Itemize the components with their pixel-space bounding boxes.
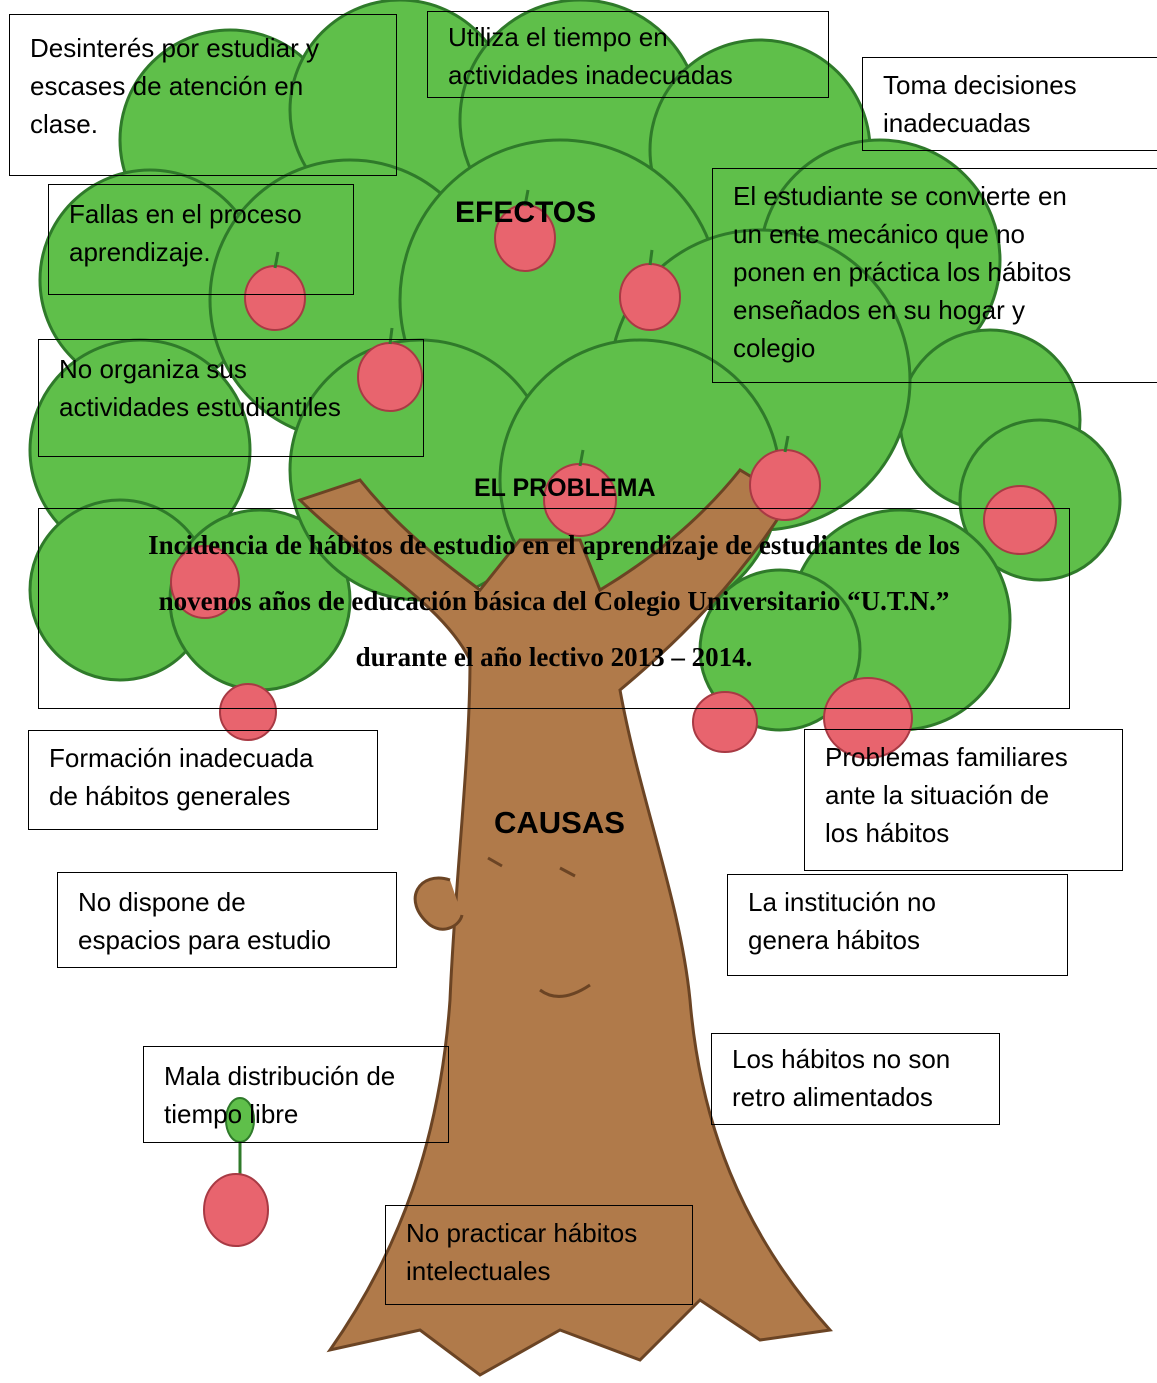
cause-box-inadequate-formation: Formación inadecuada de hábitos generale…: [28, 730, 378, 830]
apple: [494, 189, 556, 272]
effect-box-learning-failures: Fallas en el proceso aprendizaje.: [48, 184, 354, 295]
trunk-eye-left: [487, 856, 503, 868]
effects-heading: EFECTOS: [455, 196, 597, 229]
problem-heading: EL PROBLEMA: [474, 474, 656, 502]
cause-box-free-time: Mala distribución de tiempo libre: [143, 1046, 449, 1143]
effect-box-disinterest: Desinterés por estudiar y escases de ate…: [9, 14, 397, 176]
effect-box-time-misuse: Utiliza el tiempo en actividades inadecu…: [427, 11, 829, 98]
apple: [692, 691, 758, 753]
cause-box-family-problems: Problemas familiares ante la situación d…: [804, 729, 1123, 871]
cause-box-no-feedback: Los hábitos no son retro alimentados: [711, 1033, 1000, 1125]
tree-trunk: [297, 468, 833, 1377]
effect-box-no-organization: No organiza sus actividades estudiantile…: [38, 339, 424, 457]
cause-box-no-study-space: No dispone de espacios para estudio: [57, 872, 397, 968]
trunk-eye-right: [559, 866, 576, 878]
apple: [219, 683, 277, 741]
apple: [244, 251, 306, 331]
trunk-smile: [539, 983, 591, 998]
apple: [619, 249, 681, 331]
effect-box-bad-decisions: Toma decisiones inadecuadas: [862, 57, 1157, 151]
causes-heading: CAUSAS: [494, 805, 625, 840]
apple: [543, 449, 617, 537]
apple: [983, 485, 1057, 555]
apple: [170, 545, 240, 619]
apples: [170, 189, 1057, 1247]
tree-foliage: [28, 0, 1122, 732]
cause-box-institution: La institución no genera hábitos: [727, 874, 1068, 976]
trunk-arm: [413, 876, 464, 931]
effect-box-mechanical-student: El estudiante se convierte en un ente me…: [712, 168, 1157, 383]
apple: [357, 327, 423, 412]
apple: [749, 435, 821, 521]
problem-statement-box: Incidencia de hábitos de estudio en el a…: [38, 508, 1070, 709]
apple-falling: [203, 1097, 269, 1247]
problem-statement-text: Incidencia de hábitos de estudio en el a…: [148, 530, 960, 672]
cause-box-intellectual-habits: No practicar hábitos intelectuales: [385, 1205, 693, 1305]
apple: [823, 677, 913, 759]
